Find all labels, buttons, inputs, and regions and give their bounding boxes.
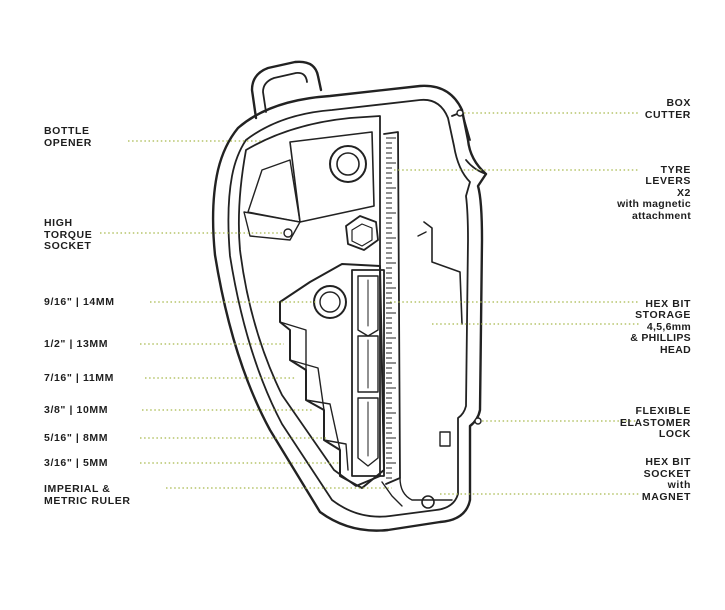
label-7-16-11mm: 7/16" | 11MM [44, 372, 114, 384]
marker-cutter [456, 109, 464, 117]
ruler-ticks [386, 137, 396, 479]
label-hex-bit-socket: HEX BIT SOCKET with MAGNET [641, 456, 691, 503]
wrench-bit [313, 285, 347, 319]
label-elastomer-lock: FLEXIBLE ELASTOMER LOCK [619, 405, 691, 440]
ruler-strip [383, 131, 401, 485]
label-3-16-5mm: 3/16" | 5MM [44, 457, 109, 469]
multitool-body [211, 60, 488, 532]
label-hex-bit-storage-title: HEX BIT STORAGE [635, 297, 691, 321]
marker-socket [283, 228, 293, 238]
label-hex-bit-storage: HEX BIT STORAGE 4,5,6mm & PHILLIPS HEAD [630, 287, 691, 368]
label-hex-bit-storage-sub: 4,5,6mm & PHILLIPS HEAD [630, 320, 691, 356]
tyre-lever-slot [423, 221, 463, 325]
label-bottle-opener: BOTTLE OPENER [44, 125, 92, 149]
label-box-cutter: BOX CUTTER [644, 97, 691, 121]
bottle-opener-cavity [237, 115, 381, 487]
label-tyre-levers-title: TYRE LEVERS X2 [645, 163, 691, 199]
label-1-2-13mm: 1/2" | 13MM [44, 338, 109, 350]
label-high-torque-socket: HIGH TORQUE SOCKET [44, 217, 93, 252]
hex-bit-socket-magnet [421, 495, 435, 509]
label-3-8-10mm: 3/8" | 10MM [44, 404, 109, 416]
lanyard-tab [250, 60, 323, 120]
outer-shell [211, 84, 488, 532]
label-5-16-8mm: 5/16" | 8MM [44, 432, 109, 444]
hex-bit-channel [351, 269, 385, 477]
wrench-steps [279, 263, 385, 489]
leader-lines [100, 112, 640, 495]
elastomer-lock [439, 431, 451, 447]
high-torque-socket [345, 215, 379, 251]
label-ruler: IMPERIAL & METRIC RULER [44, 483, 131, 507]
inner-rim [227, 98, 471, 518]
label-9-16-14mm: 9/16" | 14MM [44, 296, 115, 308]
marker-elastomer [474, 417, 482, 425]
label-tyre-levers: TYRE LEVERS X2 with magnetic attachment [617, 153, 691, 234]
label-tyre-levers-sub: with magnetic attachment [617, 198, 691, 222]
top-bit [329, 145, 367, 183]
